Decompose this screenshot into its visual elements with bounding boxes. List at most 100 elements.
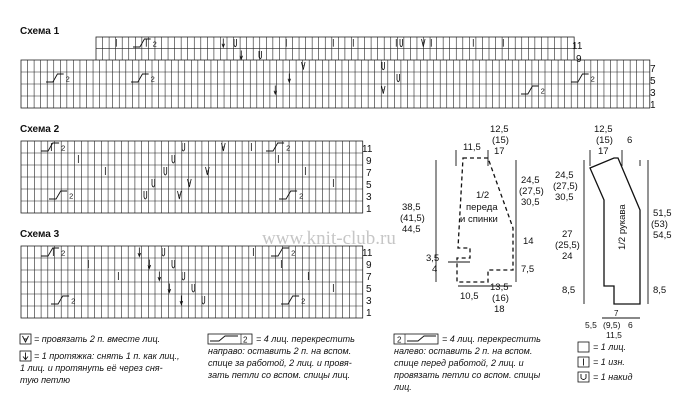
body-side-left: (41,5): [400, 213, 425, 224]
sleeve-total: 54,5: [653, 230, 672, 241]
yo-mark-icon: [201, 296, 206, 305]
sleeve-top-width: 17: [598, 146, 609, 157]
yo-mark-icon: [181, 272, 186, 281]
chart3-row-label: 7: [366, 272, 372, 283]
yo-mark-icon: [171, 155, 176, 164]
body-top-width: 17: [494, 146, 505, 157]
yo-symbol-icon: [577, 371, 590, 383]
sleeve-bottom: (9,5): [603, 320, 621, 330]
legend-k2tog: = провязать 2 п. вместе лиц.: [34, 334, 160, 344]
cross-count: 2: [541, 87, 545, 96]
yo-mark-icon: [191, 284, 196, 293]
legend-pull: = 1 протяжка: снять 1 п. как лиц.,: [34, 351, 180, 361]
chart2-row-label: 9: [366, 156, 372, 167]
legend-cross-left: провязать петли со вспом. спицы: [394, 370, 541, 380]
cross-count: 2: [61, 144, 65, 153]
legend-cross-left: = 4 лиц. перекрестить: [442, 334, 541, 344]
legend: = провязать 2 п. вместе лиц. = 1 протяжк…: [19, 333, 632, 392]
cross-line-icon: [521, 85, 539, 95]
sleeve-total: (53): [651, 219, 668, 230]
sleeve-label: 1/2 рукава: [617, 204, 628, 250]
sleeve-bottom: 11,5: [606, 330, 622, 340]
chart2-grid: [20, 140, 364, 214]
yo-mark-icon: [161, 248, 166, 257]
slip-arrow-icon: [221, 38, 225, 49]
chart3-row-label: 11: [362, 248, 373, 259]
cross-right-line-icon: [210, 335, 238, 342]
sleeve-cap: (27,5): [553, 181, 578, 192]
legend-cross-left: спице перед работой, 2 лиц. и: [394, 358, 524, 368]
sleeve-bottom: 6: [628, 320, 633, 330]
legend-cross-right: = 4 лиц. перекрестить: [256, 334, 355, 344]
slip-arrow-icon: [239, 50, 243, 61]
legend-cross-left: лиц.: [393, 382, 412, 392]
k2tog-mark-icon: [381, 85, 386, 94]
cross-count: 2: [286, 144, 290, 153]
body-side-left: 38,5: [402, 202, 421, 213]
cross-count: 2: [291, 249, 295, 258]
chart2-title: Схема 2: [20, 124, 60, 135]
body-bottom-width: 18: [494, 304, 505, 315]
chart1-row-label: 1: [650, 100, 656, 111]
cross-line-icon: [51, 295, 70, 305]
k2tog-mark-icon: [301, 61, 306, 70]
body-armhole: 30,5: [521, 197, 540, 208]
legend-knit: = 1 лиц.: [593, 342, 626, 352]
body-armhole: 24,5: [521, 175, 540, 186]
yo-mark-icon: [396, 74, 400, 83]
sleeve-cap: 30,5: [555, 192, 574, 203]
body-left-small: 4: [432, 264, 437, 275]
cross-count: 2: [69, 192, 73, 201]
sleeve-top-width: (15): [596, 135, 613, 146]
slip-arrow-icon: [137, 247, 142, 258]
chart2-row-label: 3: [366, 192, 372, 203]
sleeve-length: (25,5): [555, 240, 580, 251]
cross-count: 2: [71, 297, 75, 306]
k2tog-mark-icon: [205, 166, 210, 176]
cross-right-symbol-icon: [207, 333, 253, 345]
legend-cross-right: зать петли со вспом. спицы лиц.: [207, 370, 350, 380]
chart2-row-label: 1: [366, 204, 372, 215]
k2tog-mark-icon: [421, 38, 426, 47]
chart1-row-label: 9: [576, 54, 582, 65]
legend-cross-left: налево: оставить 2 п. на вспом.: [394, 346, 532, 356]
chart1-row-label: 5: [650, 76, 656, 87]
yo-mark-icon: [580, 374, 587, 380]
watermark: www.knit-club.ru: [262, 228, 396, 249]
sleeve-total: 51,5: [653, 208, 672, 219]
chart1-row-label: 3: [650, 88, 656, 99]
cross-left-count: 2: [397, 336, 402, 345]
cross-line-icon: [41, 247, 60, 257]
legend-pull: тую петлю: [20, 375, 70, 385]
chart1-grid-lower: [20, 59, 651, 109]
chart3-title: Схема 3: [20, 229, 60, 240]
legend-purl: = 1 изн.: [593, 357, 625, 367]
k2tog-mark-icon: [22, 335, 29, 344]
yo-mark-icon: [171, 260, 176, 269]
chart1-row-label: 11: [572, 41, 583, 52]
chart2-row-label: 5: [366, 180, 372, 191]
chart3-row-label: 1: [366, 308, 372, 319]
body-outline: [456, 157, 514, 283]
sleeve-bottom: 5,5: [585, 320, 597, 330]
legend-pull: 1 лиц. и протянуть её через сня-: [20, 363, 163, 373]
body-schematic: 11,5 12,5 (15) 17 24,5 (27,5) 30,5 38,5 …: [400, 124, 544, 315]
sleeve-outline: [589, 157, 641, 305]
sleeve-cap: 24,5: [555, 170, 574, 181]
k2tog-mark-icon: [177, 190, 182, 200]
body-label: и спинки: [460, 214, 498, 225]
body-bottom-width: (16): [492, 293, 509, 304]
body-side-left: 44,5: [402, 224, 421, 235]
cross-line-icon: [133, 38, 151, 48]
slip-arrow-icon: [179, 295, 184, 306]
slip-arrow-icon: [273, 85, 277, 96]
chart1-row-label: 7: [650, 64, 656, 75]
cross-count: 2: [301, 297, 305, 306]
body-top-width: 12,5: [490, 124, 509, 135]
body-label: переда: [466, 202, 498, 213]
sleeve-top-width: 12,5: [594, 124, 613, 135]
sleeve-length: 24: [562, 251, 573, 262]
